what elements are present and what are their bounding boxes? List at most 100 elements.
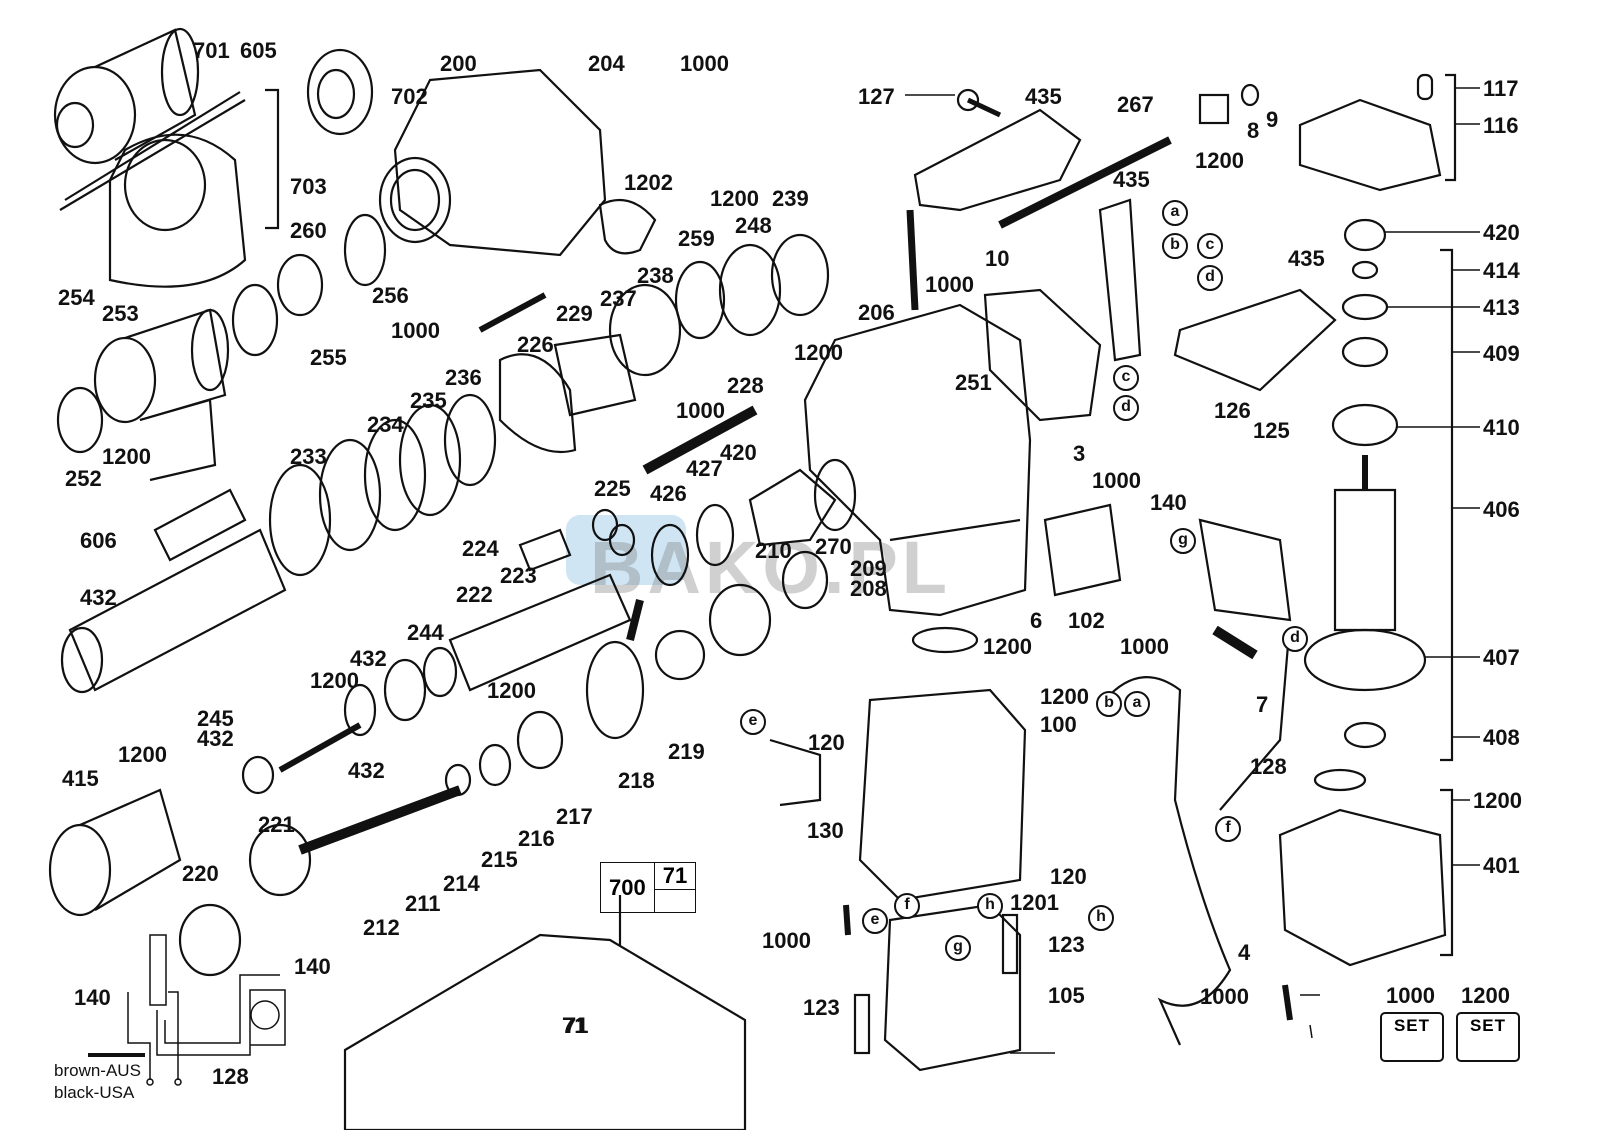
armature-part	[1303, 218, 1427, 749]
part-label: 1000	[1092, 468, 1141, 493]
part-label: 408	[1483, 725, 1520, 750]
wire-marker-d2: d	[1113, 395, 1139, 421]
part-label: 251	[955, 370, 992, 395]
part-label: 1000	[680, 51, 729, 76]
part-label: 128	[1250, 754, 1287, 779]
part-label: 407	[1483, 645, 1520, 670]
part-label: 71	[562, 1013, 587, 1038]
part-label: 1200	[1040, 684, 1089, 709]
part-label: 605	[240, 38, 277, 63]
part-label: 248	[735, 213, 772, 238]
part-label: 406	[1483, 497, 1520, 522]
part-label: 219	[668, 739, 705, 764]
part-label: 426	[650, 481, 687, 506]
wire-marker-g2: g	[945, 935, 971, 961]
wire-marker-a2: a	[1124, 691, 1150, 717]
part-label: 127	[858, 84, 895, 109]
part-label: 1200	[983, 634, 1032, 659]
part-label: 223	[500, 563, 537, 588]
wire-marker-c2: c	[1113, 365, 1139, 391]
part-label: 259	[678, 226, 715, 251]
part-label: 140	[74, 985, 111, 1010]
wire-marker-h: h	[1088, 905, 1114, 931]
handle-cover-part	[913, 108, 1082, 212]
part-label: 420	[720, 440, 757, 465]
part-label: 4	[1238, 940, 1251, 965]
gear-housing-part	[378, 68, 607, 257]
tool-holder-part	[93, 308, 230, 482]
part-label: 252	[65, 466, 102, 491]
part-label: 432	[80, 585, 117, 610]
part-label: 1202	[624, 170, 673, 195]
part-label: 1201	[1010, 890, 1059, 915]
part-label: 215	[481, 847, 518, 872]
part-label: 221	[258, 812, 295, 837]
part-label: 226	[517, 332, 554, 357]
part-label: 204	[588, 51, 625, 76]
cap-part	[306, 48, 374, 136]
part-label: 1000	[1386, 983, 1435, 1008]
part-label: 9	[1266, 107, 1279, 132]
part-label: 71	[564, 1013, 589, 1038]
part-label: 120	[1050, 864, 1087, 889]
part-label: 228	[727, 373, 764, 398]
part-label: 1000	[1200, 984, 1249, 1009]
motor-cover-part	[1278, 768, 1447, 1021]
wire-marker-b2: b	[1096, 691, 1122, 717]
part-label: 3	[1073, 441, 1086, 466]
wire-marker-d3: d	[1282, 626, 1308, 652]
part-label: 701	[193, 38, 230, 63]
part-label: 222	[456, 582, 493, 607]
screw-set-icon: SET	[1380, 1012, 1444, 1062]
set-label: SET	[1469, 1016, 1507, 1035]
part-label: 1200	[310, 668, 359, 693]
part-label: 1200	[487, 678, 536, 703]
part-label: 210	[755, 538, 792, 563]
part-label: 1200	[118, 742, 167, 767]
wiring-note-line1: brown-AUS	[54, 1061, 141, 1080]
part-label: 1000	[391, 318, 440, 343]
carrying-case-part	[343, 895, 747, 1130]
kit-table-left: 700	[600, 862, 655, 913]
wire-marker-f: f	[1215, 816, 1241, 842]
wire-marker-h2: h	[977, 893, 1003, 919]
part-label: 8	[1247, 118, 1260, 143]
fan-cover-part	[1298, 98, 1442, 192]
part-label: 105	[1048, 983, 1085, 1008]
part-label: 235	[410, 388, 447, 413]
part-label: 244	[407, 620, 444, 645]
seal-set-icon: SET	[1456, 1012, 1520, 1062]
set-label: SET	[1393, 1016, 1431, 1035]
part-label: 218	[618, 768, 655, 793]
part-label: 703	[290, 174, 327, 199]
part-label: 211	[405, 891, 441, 916]
part-label: 1000	[925, 272, 974, 297]
part-label: 130	[807, 818, 844, 843]
part-label: 117	[1483, 76, 1519, 101]
part-label: 128	[212, 1064, 249, 1089]
wire-marker-e: e	[740, 709, 766, 735]
part-label: 702	[391, 84, 428, 109]
part-label: 116	[1483, 113, 1519, 138]
part-label: 415	[62, 766, 99, 791]
wire-marker-g: g	[1170, 528, 1196, 554]
part-label: 224	[462, 536, 499, 561]
part-label: 260	[290, 218, 327, 243]
part-label: 214	[443, 871, 480, 896]
part-label: 237	[600, 286, 637, 311]
part-label: 10	[985, 246, 1010, 271]
part-label: 420	[1483, 220, 1520, 245]
part-label: 212	[363, 915, 400, 940]
handle-part	[1173, 288, 1337, 392]
kit-table-right-top: 71	[653, 862, 697, 890]
part-label: 206	[858, 300, 895, 325]
part-label: 102	[1068, 608, 1105, 633]
part-label: 254	[58, 285, 95, 310]
part-label: 140	[294, 954, 331, 979]
part-label: 1000	[676, 398, 725, 423]
part-label: 1200	[794, 340, 843, 365]
part-label: 1200	[1473, 788, 1522, 813]
part-label: 126	[1214, 398, 1251, 423]
